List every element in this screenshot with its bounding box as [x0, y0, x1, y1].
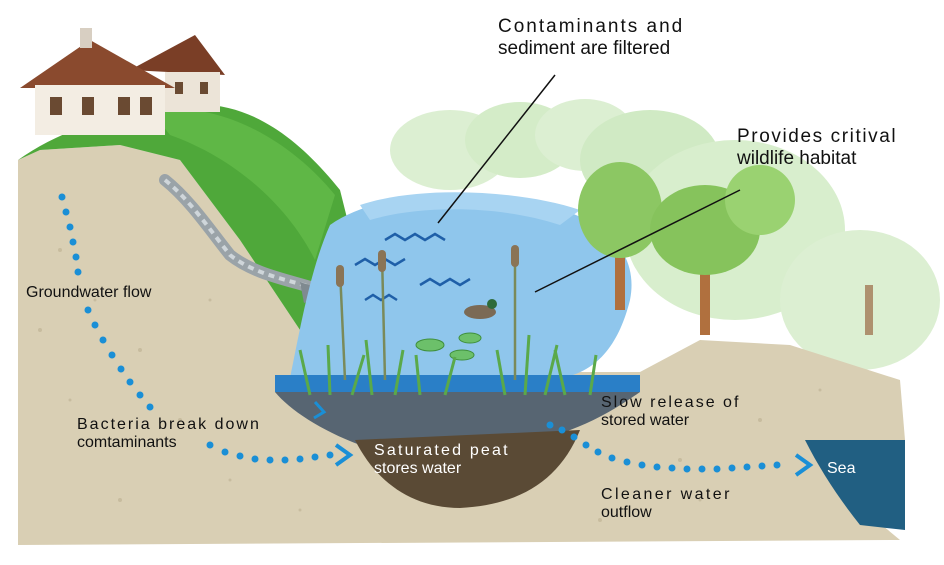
label-bacteria: Bacteria break down comtaminants — [77, 416, 261, 453]
label-contaminants-line1: Contaminants and — [498, 16, 684, 38]
label-cleaner-line1: Cleaner water — [601, 486, 732, 504]
label-cleaner-line2: outflow — [601, 504, 732, 522]
label-slow-release-line1: Slow release of — [601, 394, 740, 412]
label-bacteria-line1: Bacteria break down — [77, 416, 261, 434]
label-sea: Sea — [827, 460, 855, 478]
label-peat-line1: Saturated peat — [374, 442, 510, 460]
label-cleaner-outflow: Cleaner water outflow — [601, 486, 732, 523]
label-sea-text: Sea — [827, 460, 855, 478]
label-groundwater-flow: Groundwater flow — [26, 284, 151, 302]
label-habitat-line2: wildlife habitat — [737, 148, 897, 170]
label-bacteria-line2: comtaminants — [77, 434, 261, 452]
label-habitat: Provides critival wildlife habitat — [737, 126, 897, 170]
label-contaminants: Contaminants and sediment are filtered — [498, 16, 684, 60]
label-slow-release: Slow release of stored water — [601, 394, 740, 431]
label-habitat-line1: Provides critival — [737, 126, 897, 148]
label-contaminants-line2: sediment are filtered — [498, 38, 684, 60]
label-slow-release-line2: stored water — [601, 412, 740, 430]
label-peat-line2: stores water — [374, 460, 510, 478]
label-groundwater-text: Groundwater flow — [26, 284, 151, 302]
label-peat: Saturated peat stores water — [374, 442, 510, 479]
